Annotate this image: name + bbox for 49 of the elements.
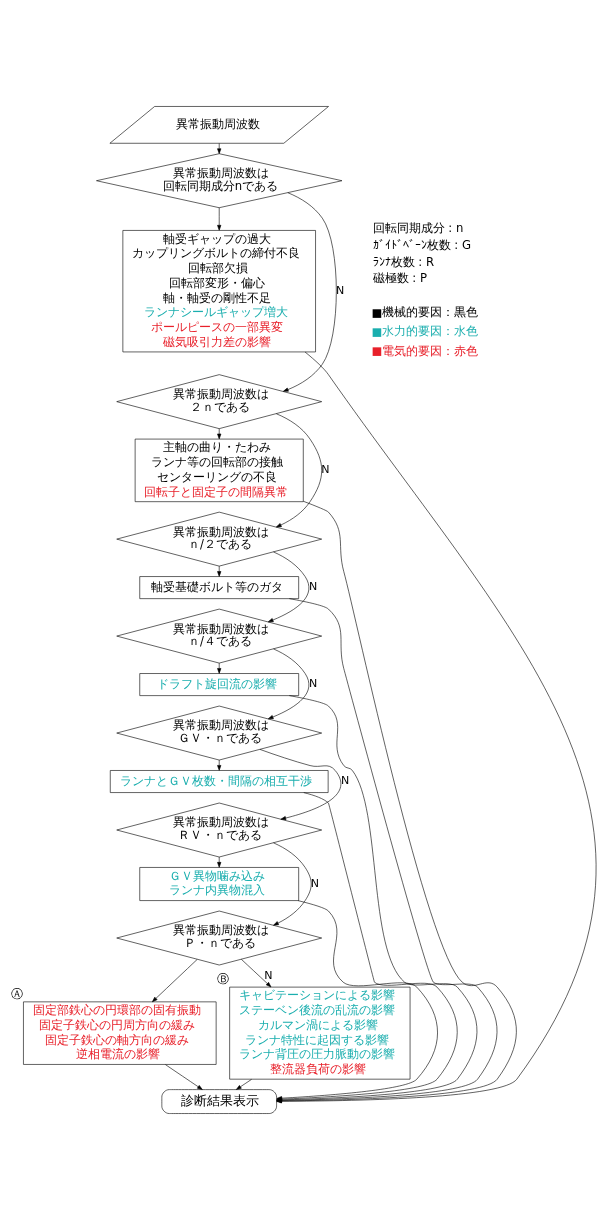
node-diamond: 異常振動周波数はＧＶ・ｎである [116,705,322,761]
arrow [273,842,312,926]
node-label: Ⓑ [217,972,230,987]
arrow [152,959,198,1003]
node-box: 軸受基礎ボルト等のガタ [139,576,299,599]
arrow [241,958,272,988]
label: 回転同期成分 : n [372,221,464,236]
arrow [259,749,342,821]
node-box: キャビテーションによる影響 ステーベン後流の乱流の影響 カルマン渦による影響 ランナ特性に起因する影響 ランナ背圧の圧力脈動の影響 整流器負荷の影響 [229,986,411,1080]
edge-label: N [264,968,273,982]
label: ｶﾞｲﾄﾞﾍﾞｰﾝ枚数 : G [372,237,472,252]
arrow [217,759,222,771]
edge-label: N [308,580,318,594]
edge-label: N [340,774,350,788]
legend-label: 機械的要因：黒色 [382,305,479,320]
node-box: ドラフト旋回流の影響 [139,673,299,696]
arrow [236,1079,252,1090]
arrow [217,856,222,868]
node-box: 診断結果表示 [161,1089,277,1114]
legend-label: 水力的要因：水色 [382,324,479,339]
arrow [267,551,310,623]
node-box: ＧＶ異物噛み込み ランナ内異物混入 [139,867,299,901]
arrow [165,1064,203,1090]
node-diamond: 異常振動周波数はｎ/４である [116,608,322,664]
node-diamond: 異常振動周波数はＲＶ・ｎである [116,802,322,858]
arrow [217,207,222,231]
arrow [217,565,222,577]
legend-label: 電気的要因：赤色 [382,343,479,358]
arrow [267,648,310,720]
node-box: 主軸の曲り・たわみ ランナ等の回転部の接触 センターリングの不良 回転子と固定子の間隔異常 [134,438,304,502]
node-diamond: 異常振動周波数はｎ/２である [116,511,322,567]
node-diamond: 異常振動周波数は２ｎである [116,374,322,429]
node-diamond: 異常振動周波数は回転同期成分nである [96,153,343,209]
edge-label: N [310,876,320,890]
edge-label: N [308,677,318,691]
edge-label: N [321,463,330,477]
label: 磁極数 : P [372,271,428,286]
arrow [217,428,222,440]
edge-label: N [335,283,345,297]
node-diamond: 異常振動周波数はＰ・ｎである [116,910,322,966]
label: ﾗﾝﾅ枚数 : R [372,254,435,269]
arrow [283,192,337,392]
node-box: 固定部鉄心の円環部の固有振動 固定子鉄心の円周方向の緩み 固定子鉄心の軸方向の緩み 逆相電流の影響 [23,1001,217,1065]
arrow [276,413,322,528]
arrow [217,662,222,674]
node-box: 軸受ギャップの過大 カップリングボルトの締付不良 回転部欠損 回転部変形・偏心 軸・軸受の剛性不足 ランナシールギャップ増大 ポールピースの一部異変 磁気吸引力差の影響 [122,230,316,353]
node-box: ランナとＧＶ枚数・間隔の相互干渉 [109,770,329,793]
node-label: Ⓐ [10,987,23,1002]
arrow [217,143,222,154]
